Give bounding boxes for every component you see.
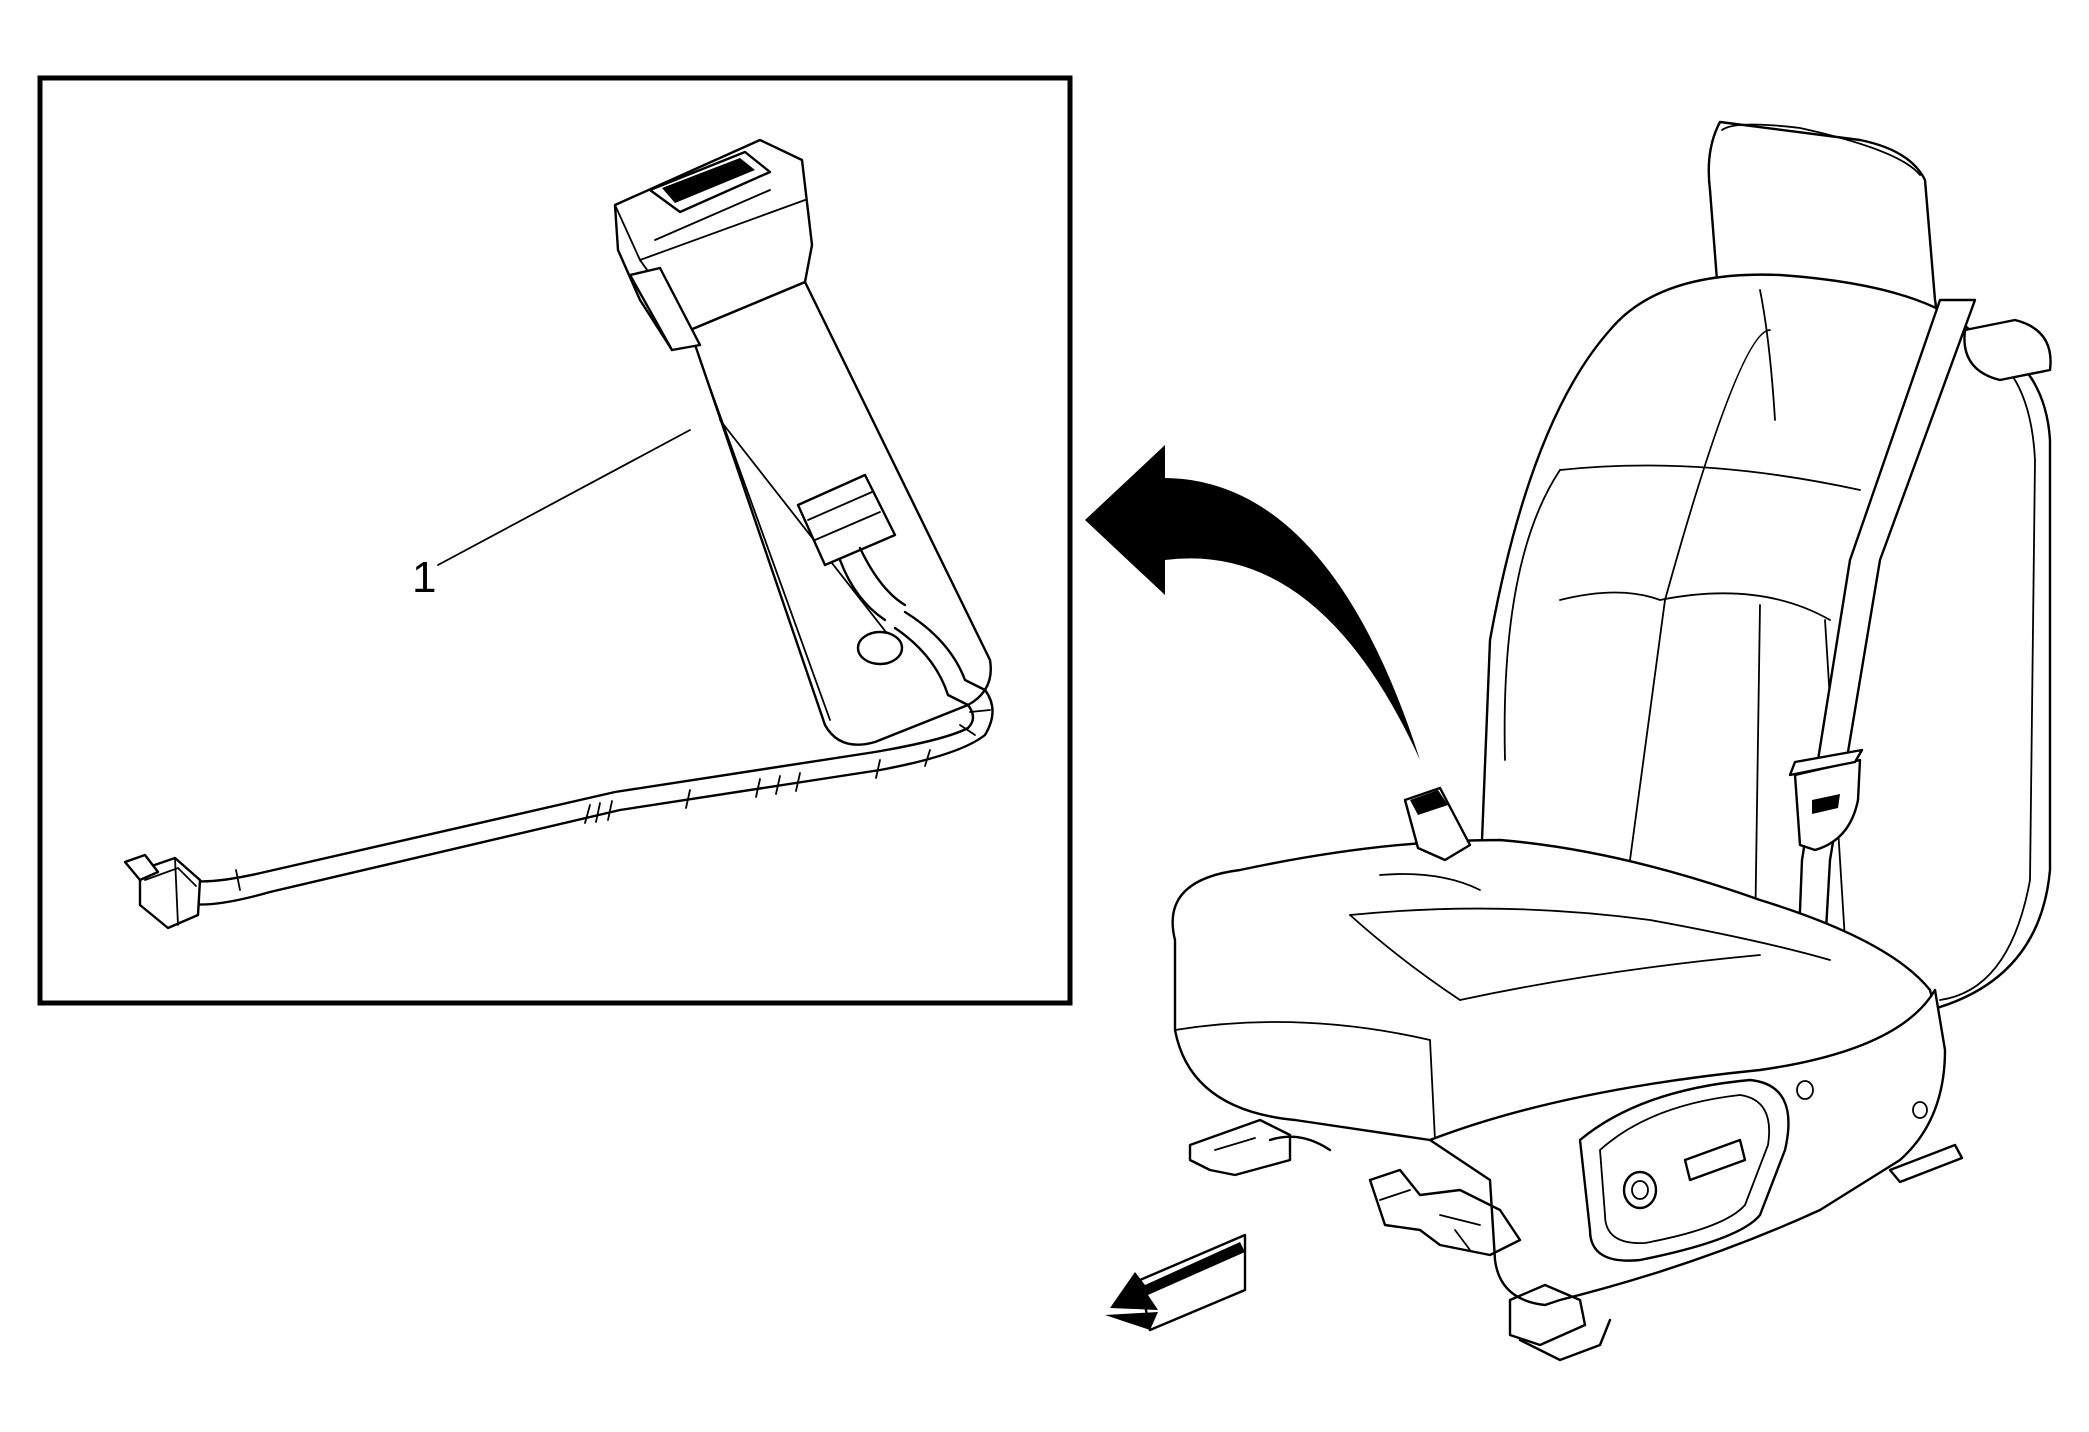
seat-mechanism [1368,1168,1522,1257]
seat-assembly [1171,120,2052,1362]
lumbar-knob [1622,1170,1658,1210]
sensor-tab [796,473,897,567]
seat-adjust-switch [1683,1138,1747,1182]
release-button [628,266,702,352]
view-arrow [1085,445,1420,760]
power-switch-bezel [1578,1078,1790,1262]
front-direction-arrow [1105,1233,1247,1332]
wire-grommet [856,630,904,666]
callout-leader [437,429,691,566]
callout-1: 1 [412,429,691,602]
seat-track-left [1188,1118,1292,1177]
seat-track-right [1508,1283,1587,1347]
detail-inset: 1 [37,75,1073,1006]
buckle-component [613,138,992,746]
callout-label: 1 [412,553,436,602]
wiring-harness [123,610,994,930]
belt-guide [1963,318,2052,382]
